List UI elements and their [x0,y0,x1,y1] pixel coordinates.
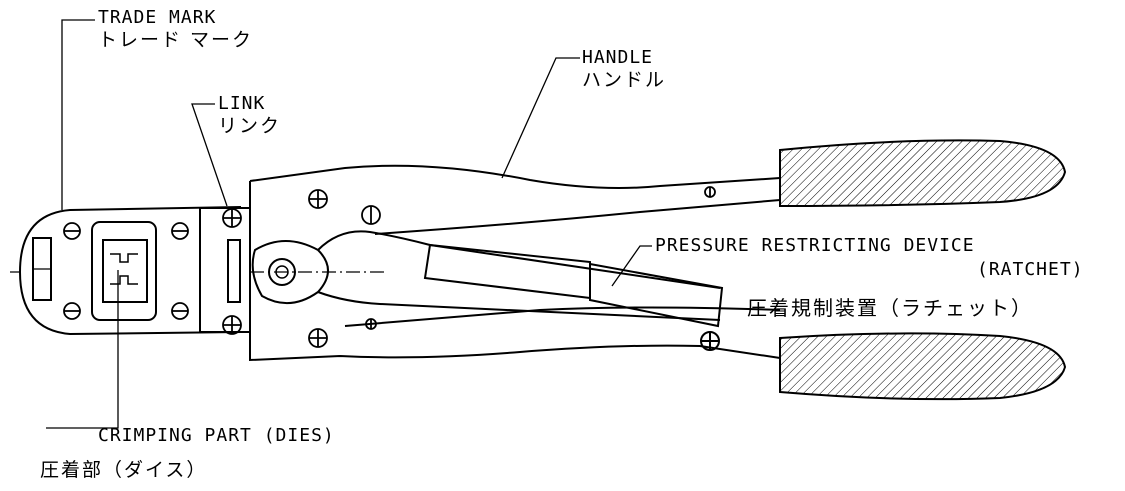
link-label-jp: リンク [218,115,282,137]
frame-bolts [308,186,716,348]
crimping-part-label-jp: 圧着部（ダイス） [40,459,208,481]
upper-grip [779,139,1067,208]
pressure-device-label: PRESSURE RESTRICTING DEVICE [655,235,975,256]
handle-frame [249,164,781,362]
link-label: LINK [218,93,266,114]
handle-label: HANDLE [582,47,654,68]
ratchet-label: (RATCHET) [977,259,1084,280]
ratchet-device [423,243,724,351]
pressure-device-label-jp: 圧着規制装置（ラチェット） [747,296,1033,320]
link-plate [199,207,251,333]
leader-lines [46,19,652,429]
crimping-part-label: CRIMPING PART (DIES) [98,425,335,446]
trade-mark-label-jp: トレード マーク [98,29,254,51]
head-bolts [63,222,189,320]
trade-mark-label: TRADE MARK [98,7,217,28]
handle-label-jp: ハンドル [582,69,667,91]
lower-grip [779,332,1067,401]
crimping-dies [91,221,157,321]
